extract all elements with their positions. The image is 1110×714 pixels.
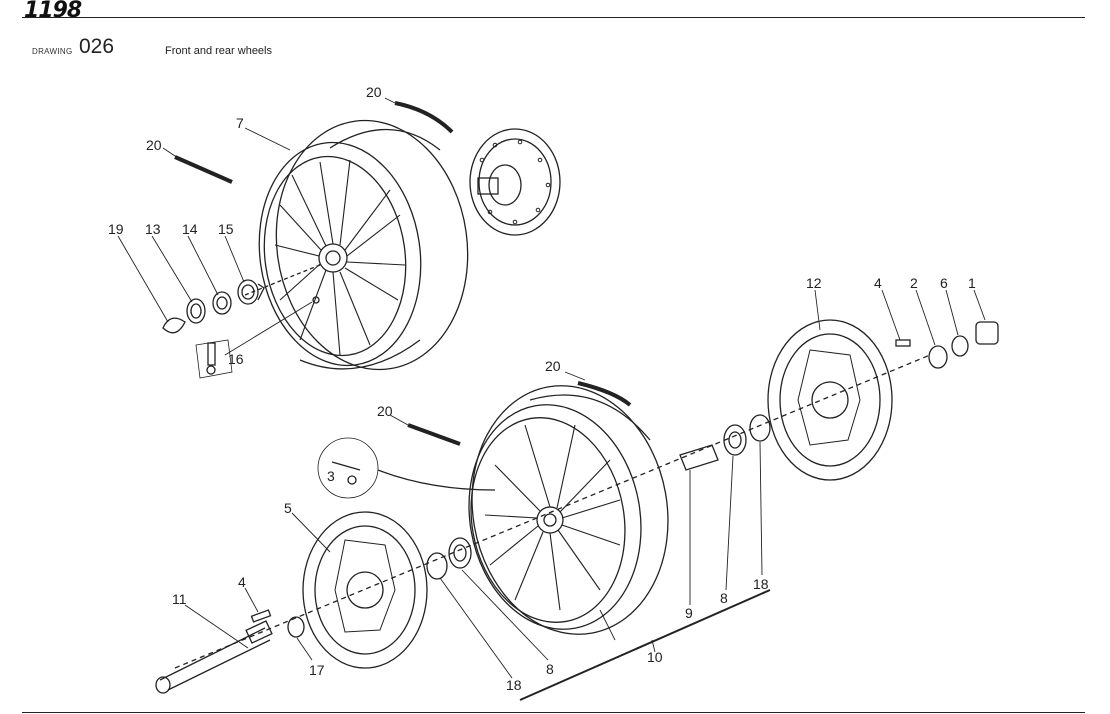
callout-19: 19 <box>108 221 124 237</box>
callout-13: 13 <box>145 221 161 237</box>
callout-4: 4 <box>874 275 882 291</box>
callout-17: 17 <box>309 662 325 678</box>
callout-14: 14 <box>182 221 198 237</box>
callout-6: 6 <box>940 275 948 291</box>
callout-15: 15 <box>218 221 234 237</box>
front-brake-disc-left <box>302 511 428 669</box>
rear-wheel <box>258 119 469 371</box>
callout-1: 1 <box>968 275 976 291</box>
callout-11: 11 <box>172 591 187 607</box>
callout-20: 20 <box>146 137 162 153</box>
callout-5: 5 <box>284 500 292 516</box>
callout-20: 20 <box>545 358 561 374</box>
header-rule <box>22 17 1085 18</box>
valve-16 <box>195 339 233 379</box>
rear-brake-disc <box>469 128 561 236</box>
callout-7: 7 <box>236 115 244 131</box>
rear-hub-parts <box>162 279 265 334</box>
valve-3 <box>317 437 496 499</box>
callout-9: 9 <box>685 605 693 621</box>
front-bearings <box>426 414 771 580</box>
drawing-title: Front and rear wheels <box>165 45 272 57</box>
callout-18: 18 <box>506 677 522 693</box>
callout-2: 2 <box>910 275 918 291</box>
drawing-number: 026 <box>79 35 115 58</box>
callout-16: 16 <box>228 351 244 367</box>
footer-rule <box>22 712 1085 713</box>
callout-10: 10 <box>647 649 663 665</box>
front-wheel <box>468 385 669 635</box>
axle-nut-parts <box>895 321 999 369</box>
callout-18: 18 <box>753 576 769 592</box>
front-brake-disc-right <box>767 319 893 481</box>
drawing-label: DRAWING <box>32 47 73 56</box>
callout-20: 20 <box>366 84 382 100</box>
callout-8: 8 <box>546 661 554 677</box>
callout-3: 3 <box>327 468 335 484</box>
callout-8: 8 <box>720 590 728 606</box>
callout-12: 12 <box>806 275 822 291</box>
callout-4: 4 <box>238 574 246 590</box>
callout-20: 20 <box>377 403 393 419</box>
front-axle <box>155 620 273 694</box>
